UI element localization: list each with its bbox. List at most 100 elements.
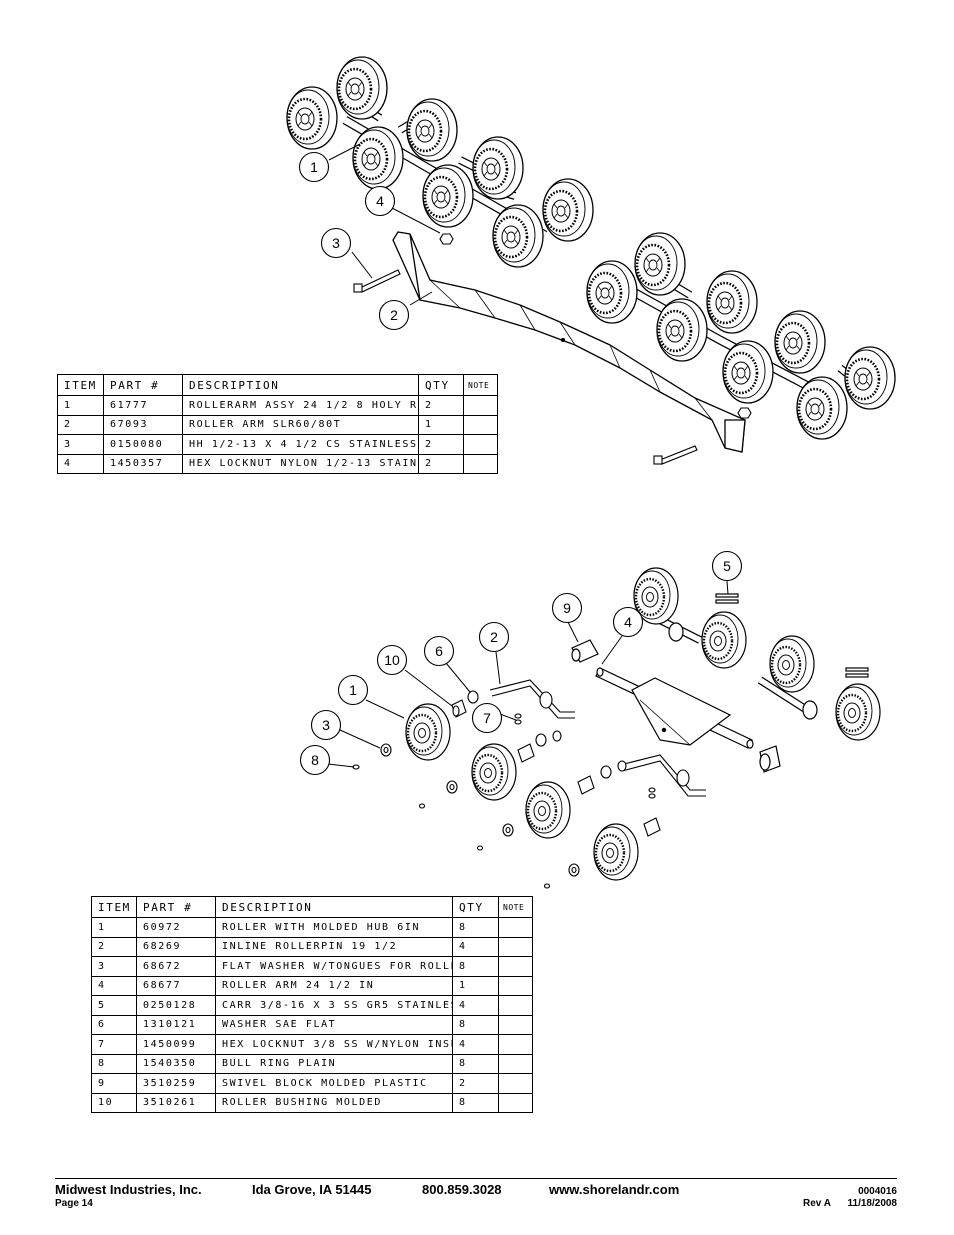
- cell-note: [498, 975, 533, 996]
- cell-note: [498, 1092, 533, 1113]
- callout-leaders-lower: [327, 580, 729, 768]
- callout-9: 9: [563, 600, 571, 616]
- header-part: PART #: [103, 374, 183, 396]
- cell-qty: 2: [418, 453, 464, 474]
- cell-part: 68269: [136, 936, 216, 957]
- callout-8: 8: [311, 752, 319, 768]
- cell-description: FLAT WASHER W/TONGUES FOR ROLLER: [215, 956, 453, 977]
- cell-qty: 8: [452, 917, 499, 938]
- footer-website: www.shorelandr.com: [549, 1182, 680, 1197]
- cell-note: [498, 1034, 533, 1055]
- rollers-right: [632, 566, 882, 742]
- page-footer: Midwest Industries, Inc. Ida Grove, IA 5…: [55, 1178, 897, 1209]
- cell-part: 1450099: [136, 1034, 216, 1055]
- cell-qty: 1: [418, 414, 464, 435]
- cell-item: 1: [91, 917, 137, 938]
- cell-qty: 4: [452, 1034, 499, 1055]
- cell-note: [498, 995, 533, 1016]
- cell-qty: 4: [452, 936, 499, 957]
- cell-qty: 8: [452, 1092, 499, 1113]
- cell-description: ROLLER WITH MOLDED HUB 6IN: [215, 917, 453, 938]
- cell-qty: 1: [452, 975, 499, 996]
- cell-description: ROLLER BUSHING MOLDED: [215, 1092, 453, 1113]
- cell-description: INLINE ROLLERPIN 19 1/2: [215, 936, 453, 957]
- cell-description: ROLLER ARM 24 1/2 IN: [215, 975, 453, 996]
- cell-part: 61777: [103, 395, 183, 416]
- cell-note: [498, 1014, 533, 1035]
- footer-phone: 800.859.3028: [422, 1182, 502, 1197]
- table-header-row: ITEM PART # DESCRIPTION QTY NOTE: [91, 896, 533, 918]
- cell-item: 2: [57, 414, 104, 435]
- header-qty: QTY: [452, 896, 499, 918]
- header-note: NOTE: [463, 374, 498, 396]
- cell-description: CARR 3/8-16 X 3 SS GR5 STAINLESS: [215, 995, 453, 1016]
- cell-qty: 2: [418, 395, 464, 416]
- hex-locknut: [439, 233, 752, 419]
- cell-description: ROLLERARM ASSY 24 1/2 8 HOLY ROLLE: [182, 395, 419, 416]
- cell-qty: 2: [452, 1073, 499, 1094]
- lower-assembly-drawing: 5 9 4 2 10 6 1 7 3 8: [299, 550, 882, 889]
- cell-part: 60972: [136, 917, 216, 938]
- cell-part: 1540350: [136, 1053, 216, 1074]
- header-part: PART #: [136, 896, 216, 918]
- cell-qty: 8: [452, 1014, 499, 1035]
- cell-item: 9: [91, 1073, 137, 1094]
- callout-6: 6: [435, 643, 443, 659]
- cell-note: [498, 1053, 533, 1074]
- cell-item: 1: [57, 395, 104, 416]
- callout-7: 7: [483, 710, 491, 726]
- exploded-hardware: [352, 690, 661, 889]
- rollers-exploded: [404, 702, 640, 882]
- cell-note: [498, 1073, 533, 1094]
- cell-item: 8: [91, 1053, 137, 1074]
- header-description: DESCRIPTION: [182, 374, 419, 396]
- cell-qty: 4: [452, 995, 499, 1016]
- roller-arm-exploded: [595, 667, 754, 749]
- cell-description: HEX LOCKNUT NYLON 1/2-13 STAINLESS: [182, 453, 419, 474]
- footer-date: 11/18/2008: [847, 1198, 898, 1209]
- callout-leaders: [328, 143, 441, 306]
- table-header-row: ITEM PART # DESCRIPTION QTY NOTE: [57, 374, 498, 396]
- cell-part: 1450357: [103, 453, 183, 474]
- cell-item: 2: [91, 936, 137, 957]
- cell-item: 6: [91, 1014, 137, 1035]
- cell-note: [463, 453, 498, 474]
- callout-3: 3: [332, 235, 340, 251]
- cell-part: 68677: [136, 975, 216, 996]
- cell-note: [463, 414, 498, 435]
- footer-revision: Rev A: [803, 1198, 831, 1209]
- cell-item: 4: [57, 453, 104, 474]
- callout-2: 2: [490, 629, 498, 645]
- upper-assembly-drawing: 1 4 3 2: [285, 55, 897, 465]
- footer-city: Ida Grove, IA 51445: [252, 1182, 372, 1197]
- cell-item: 3: [57, 434, 104, 455]
- cell-description: SWIVEL BLOCK MOLDED PLASTIC: [215, 1073, 453, 1094]
- cell-item: 10: [91, 1092, 137, 1113]
- roller-arm-tube: [392, 231, 746, 453]
- cell-note: [498, 936, 533, 957]
- roller-arm-assembly-right: [585, 231, 897, 441]
- roller-arm-assembly-left: [285, 55, 595, 269]
- callout-1: 1: [310, 159, 318, 175]
- header-item: ITEM: [57, 374, 104, 396]
- cell-qty: 2: [418, 434, 464, 455]
- callout-bubbles: [298, 151, 410, 331]
- cell-part: 68672: [136, 956, 216, 977]
- cell-part: 0250128: [136, 995, 216, 1016]
- roller-pin: [489, 679, 706, 797]
